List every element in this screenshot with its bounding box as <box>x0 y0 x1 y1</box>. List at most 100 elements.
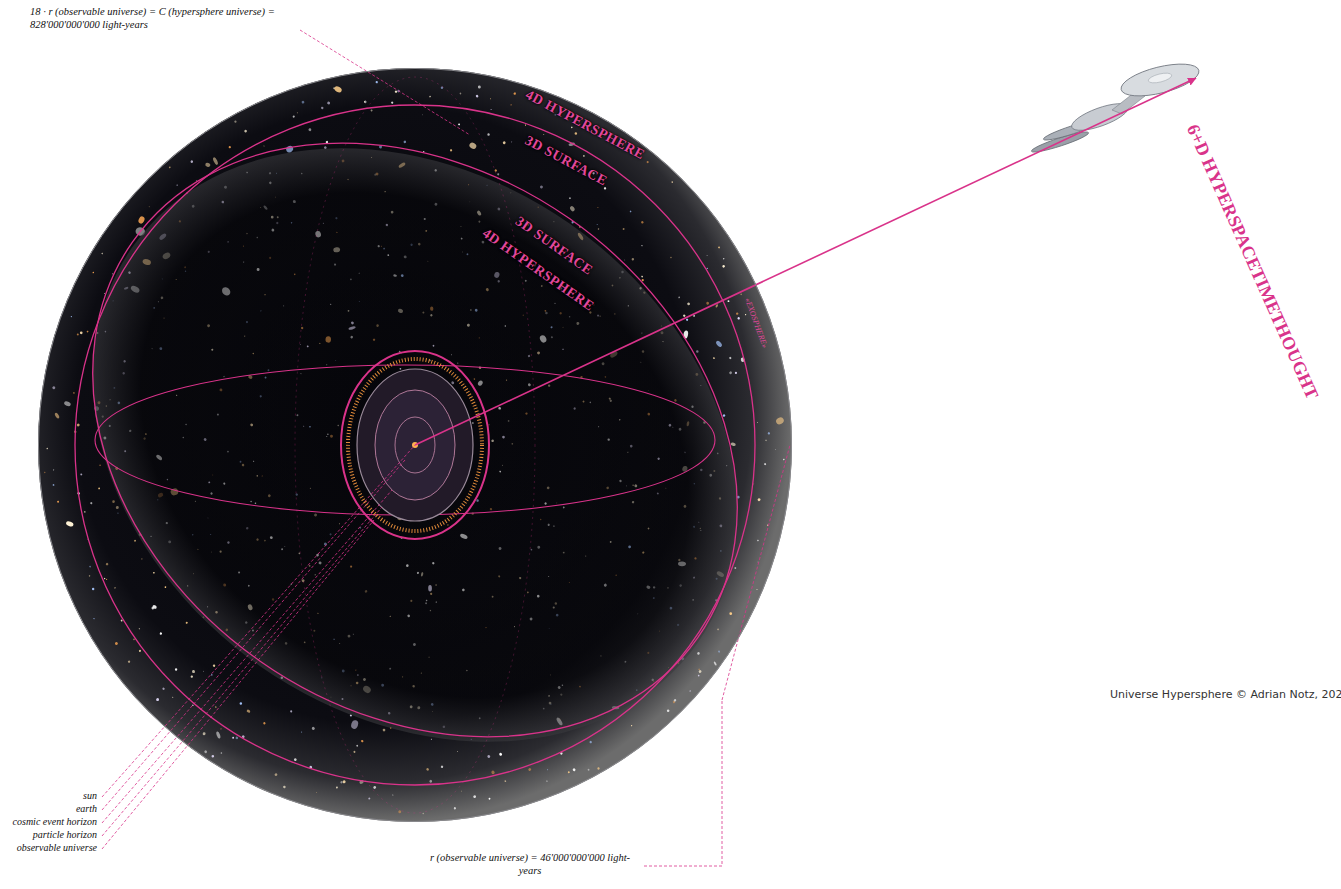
galaxy <box>546 780 547 781</box>
galaxy <box>678 297 680 299</box>
leader-lines <box>102 30 790 866</box>
galaxy <box>641 221 644 224</box>
galaxy <box>583 155 585 157</box>
galaxy <box>458 123 460 125</box>
galaxy <box>152 604 157 609</box>
galaxy <box>603 187 606 190</box>
galaxy <box>624 259 626 261</box>
copyright-note: Universe Hypersphere © Adrian Notz, 2020 <box>1110 688 1336 701</box>
galaxy <box>671 181 673 183</box>
galaxy <box>361 740 364 743</box>
galaxy <box>698 668 700 670</box>
galaxy <box>713 357 715 359</box>
galaxy <box>311 726 315 730</box>
galaxy <box>718 246 720 248</box>
galaxy <box>169 166 171 168</box>
sphere-rim <box>39 69 792 822</box>
surface-ellipse: 3D SURFACE4D HYPERSPHERE <box>93 143 737 737</box>
galaxy <box>290 710 292 712</box>
galaxy <box>487 133 490 136</box>
galaxy <box>263 722 266 725</box>
galaxy <box>715 340 723 348</box>
galaxy <box>717 628 719 630</box>
galaxy <box>301 731 303 733</box>
galaxy <box>383 729 386 732</box>
galaxy <box>368 797 371 800</box>
galaxy <box>246 709 251 713</box>
galaxy <box>597 207 598 208</box>
galaxy <box>539 185 543 189</box>
galaxy <box>698 675 700 677</box>
galaxy <box>63 401 71 408</box>
galaxy <box>567 771 570 774</box>
galaxy <box>569 197 571 199</box>
galaxy <box>191 675 193 677</box>
galaxy <box>765 439 767 441</box>
galaxy <box>104 578 106 580</box>
galaxy <box>729 612 732 615</box>
galaxy <box>757 539 759 541</box>
galaxy <box>356 744 358 746</box>
galaxy <box>93 272 95 274</box>
leader-line <box>102 520 374 849</box>
galaxy <box>490 109 491 110</box>
galaxy <box>510 104 511 105</box>
node-outline <box>38 68 792 822</box>
galaxy <box>597 767 600 770</box>
galaxy <box>212 157 219 166</box>
galaxy <box>76 423 80 427</box>
circumference-note: 18 · r (observable universe) = C (hypers… <box>30 6 330 31</box>
leader-line <box>722 445 790 700</box>
radius-note: r (observable universe) = 46'000'000'000… <box>420 852 640 877</box>
galaxy <box>488 797 491 800</box>
galaxy <box>783 458 785 460</box>
galaxy <box>673 699 676 702</box>
galaxy <box>186 622 188 624</box>
galaxy <box>422 812 424 814</box>
leader-line <box>102 507 382 836</box>
galaxy <box>740 293 742 295</box>
galaxy <box>364 101 366 103</box>
galaxy <box>333 85 342 93</box>
galaxy <box>494 169 497 172</box>
leader-line <box>102 460 405 810</box>
galaxy <box>426 768 429 771</box>
galaxy <box>641 275 643 277</box>
galaxy <box>630 210 632 212</box>
galaxy <box>440 765 443 768</box>
dimension-label: 3D SURFACE <box>522 133 610 190</box>
galaxy <box>133 638 135 640</box>
galaxy <box>574 132 577 135</box>
galaxy <box>392 794 393 795</box>
galaxy <box>53 469 54 470</box>
galaxy <box>216 731 222 739</box>
leader-line <box>300 30 470 135</box>
galaxy <box>244 129 248 133</box>
legend-item: cosmic event horizon <box>0 816 97 828</box>
galaxy <box>403 140 406 143</box>
galaxy <box>504 780 506 782</box>
galaxy <box>718 650 721 653</box>
galaxy <box>775 449 776 450</box>
galaxy <box>321 106 324 109</box>
galaxy <box>706 255 707 256</box>
galaxy <box>353 750 356 753</box>
galaxy <box>263 145 264 146</box>
galaxy <box>164 586 166 588</box>
galaxy <box>211 755 214 758</box>
galaxy <box>283 785 286 788</box>
galaxy <box>475 94 479 98</box>
galaxy <box>205 162 211 167</box>
galaxy <box>707 268 708 269</box>
galaxy <box>176 184 177 185</box>
galaxy <box>229 146 232 149</box>
galaxy <box>202 732 205 735</box>
galaxy <box>431 739 432 740</box>
galaxy <box>315 791 317 793</box>
node-outline <box>93 143 737 737</box>
galaxy <box>598 228 600 230</box>
galaxy <box>297 112 298 113</box>
galaxy <box>490 98 491 99</box>
galaxy <box>491 770 494 774</box>
